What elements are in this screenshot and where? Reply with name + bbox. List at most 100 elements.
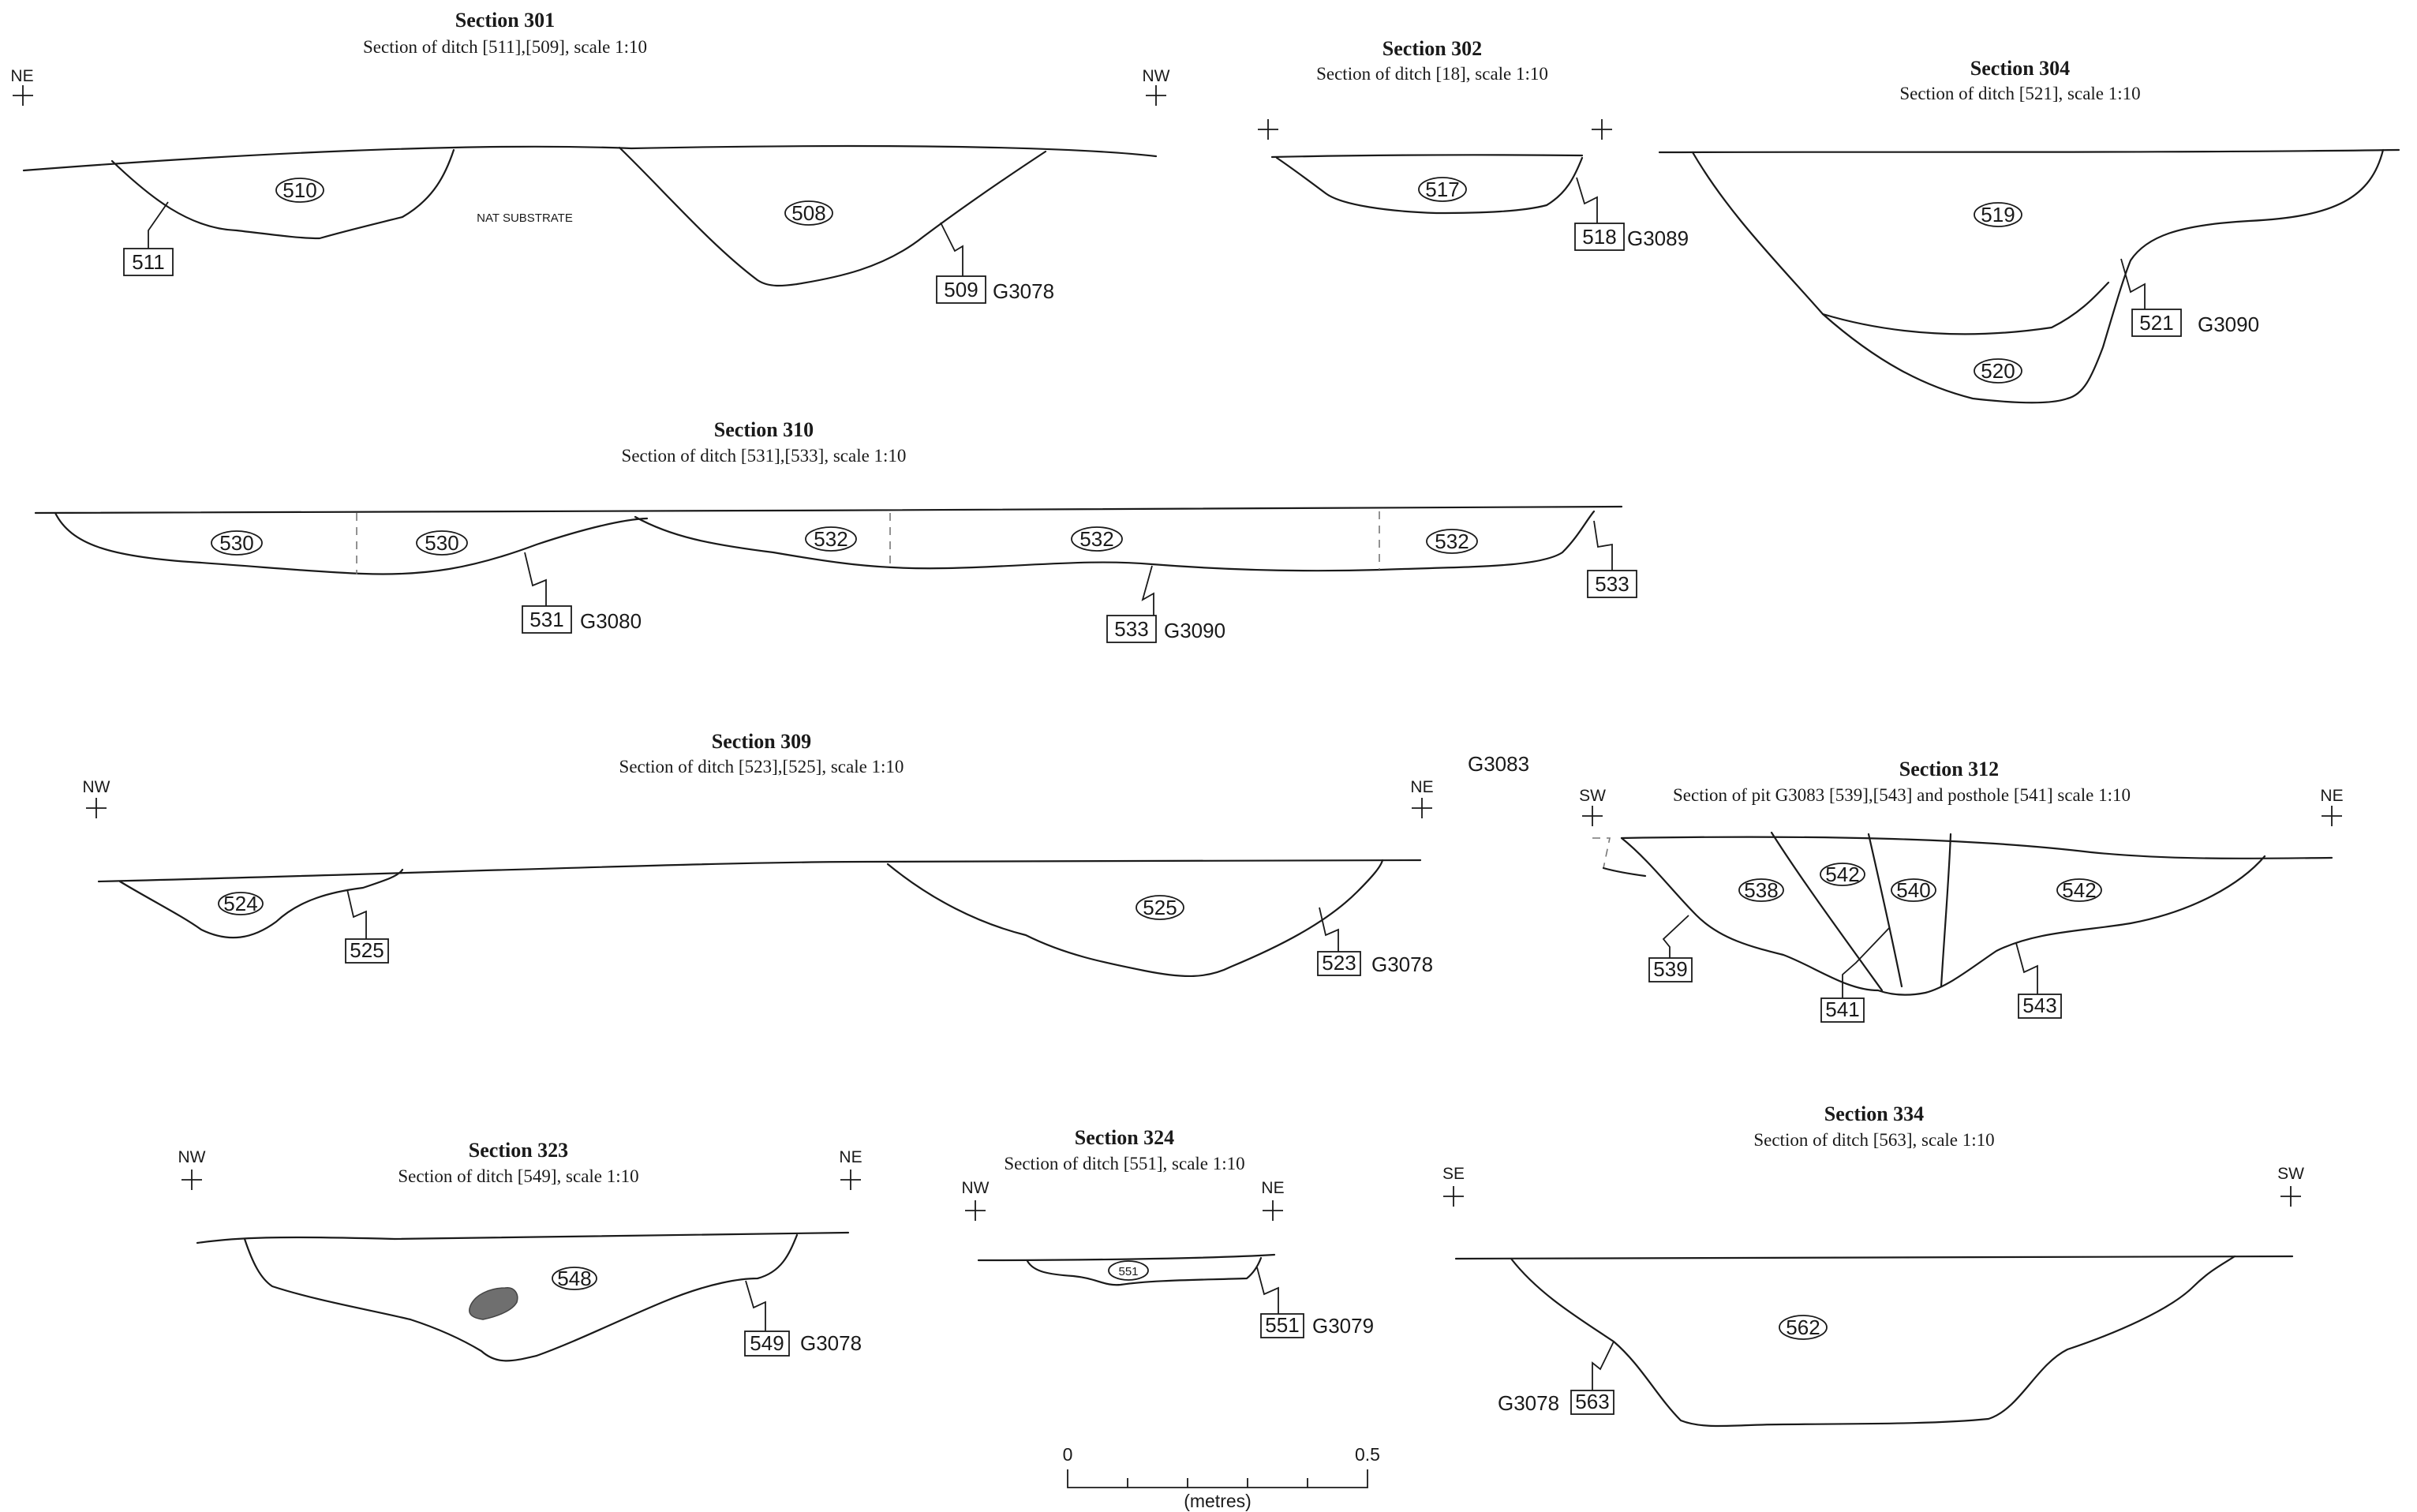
section-312-fill-542-a: 542 [1825, 863, 1859, 886]
section-309-fill-524-outline [118, 868, 404, 939]
section-309-orient-right: NE [1410, 778, 1433, 796]
cut-label-box [744, 1330, 790, 1357]
section-324-cut-551: 551 [1265, 1313, 1299, 1337]
section-304-group: G3090 [2198, 313, 2259, 336]
section-310-title: Section 310 [714, 418, 814, 441]
section-312-cut-543-leader [2015, 942, 2038, 996]
section-309-cut-523-leader [1319, 907, 1339, 953]
section-323-fill-548: 548 [557, 1267, 591, 1290]
section-323-cut-549: 549 [750, 1331, 784, 1355]
section-323-title: Section 323 [469, 1139, 568, 1162]
section-334-orient-right: SW [2277, 1165, 2304, 1183]
section-309-cut-525-leader [346, 889, 367, 939]
section-304-fill-520: 520 [1981, 359, 2015, 383]
cut-label-box [1106, 615, 1157, 643]
section-301-title: Section 301 [455, 9, 555, 32]
fill-label-oval [1974, 358, 2022, 384]
cut-label-box [2018, 994, 2062, 1019]
section-309-group: G3078 [1371, 952, 1433, 976]
section-312-cut-539: 539 [1653, 957, 1687, 981]
section-312-truncation-mark [1592, 837, 1611, 869]
section-310-cut-533-a: 533 [1114, 617, 1148, 641]
section-312-fill-540: 540 [1896, 878, 1930, 902]
section-302-ground-line [1270, 154, 1584, 159]
section-302-cut-518-leader [1576, 177, 1598, 223]
section-334-cut-outline [1510, 1255, 2236, 1428]
section-324-fill-551: 551 [1118, 1265, 1138, 1278]
section-310-fill-532-c: 532 [1435, 530, 1469, 553]
fill-label-oval [1418, 177, 1467, 202]
section-334-group: G3078 [1498, 1391, 1559, 1415]
section-310-cut-533-leader [1141, 565, 1154, 616]
scale-bar-start: 0 [1063, 1444, 1073, 1465]
fill-label-oval [1071, 526, 1123, 552]
section-312-cut-539-leader [1662, 915, 1689, 959]
section-334-right-marker-icon [2280, 1186, 2301, 1207]
section-324-title: Section 324 [1075, 1126, 1174, 1149]
section-304-cut-521-leader [2120, 258, 2146, 312]
section-309-cut-525: 525 [350, 938, 384, 962]
section-323-orient-left: NW [178, 1148, 206, 1166]
section-301-fill-510: 510 [282, 178, 316, 202]
section-309-orient-left: NW [83, 778, 110, 796]
section-310-fill-532-b: 532 [1079, 527, 1113, 551]
section-309-cut-523: 523 [1322, 951, 1356, 975]
section-310-fill-530-a: 530 [219, 531, 253, 555]
fill-label-oval [1738, 878, 1784, 902]
section-323-cut-549-leader [745, 1280, 766, 1332]
section-309-subtitle: Section of ditch [523],[525], scale 1:10 [619, 757, 904, 777]
section-309-title: Section 309 [712, 730, 811, 753]
section-312-orient-right: NE [2320, 787, 2343, 805]
section-312-fill-boundary [1770, 831, 1884, 992]
section-310-cut-533-b: 533 [1595, 572, 1629, 596]
section-301-fill-508: 508 [791, 201, 825, 225]
section-334-cut-563-leader [1592, 1341, 1614, 1390]
section-301-cut-511-leader [148, 201, 169, 249]
section-304-fill-interface [1821, 281, 2110, 335]
section-304-fill-519: 519 [1981, 203, 2015, 226]
section-302-subtitle: Section of ditch [18], scale 1:10 [1316, 64, 1548, 84]
section-304: Section 304 Section of ditch [521], scal… [1658, 57, 2400, 404]
section-312-fill-538: 538 [1744, 878, 1778, 902]
section-310-subtitle: Section of ditch [531],[533], scale 1:10 [622, 446, 907, 466]
section-324-orient-right: NE [1261, 1179, 1284, 1197]
section-301-orient-right: NW [1143, 67, 1170, 85]
section-309-ground-line [97, 859, 1422, 883]
stone-inclusion-icon [469, 1287, 518, 1320]
section-323-ground-line [196, 1231, 850, 1244]
scale-bar: 0 0.5 (metres) [1063, 1444, 1380, 1511]
scale-bar-end: 0.5 [1355, 1444, 1380, 1465]
cut-label-box [1648, 957, 1693, 982]
section-312-subtitle: Section of pit G3083 [539],[543] and pos… [1673, 785, 2131, 805]
section-324-cut-outline [1026, 1256, 1263, 1286]
section-312-cut-541-leader [1842, 926, 1891, 998]
fill-label-oval [2056, 878, 2102, 902]
section-304-cut-521: 521 [2139, 311, 2173, 335]
fill-label-oval [275, 178, 324, 203]
section-334-cut-563: 563 [1575, 1390, 1609, 1413]
section-312-left-marker-icon [1582, 806, 1603, 826]
section-334-fill-562: 562 [1786, 1316, 1820, 1339]
section-312-ground-line [1620, 836, 2333, 859]
section-310-ground-line [34, 505, 1623, 515]
section-312-cut-541: 541 [1825, 997, 1859, 1021]
fill-label-oval [211, 530, 263, 556]
fill-label-oval [416, 530, 468, 556]
section-324-ground-line [977, 1253, 1276, 1262]
section-323-subtitle: Section of ditch [549], scale 1:10 [398, 1166, 638, 1186]
section-304-cut-outline [1691, 148, 2385, 404]
cut-label-box [1570, 1390, 1614, 1415]
fill-label-oval [1136, 895, 1184, 920]
scale-bar-ruler [1067, 1469, 1368, 1488]
section-301-fill-508-outline [618, 146, 1047, 287]
section-324-cut-551-leader [1256, 1267, 1279, 1314]
section-302: Section 302 Section of ditch [18], scale… [1258, 37, 1689, 251]
section-323-orient-right: NE [839, 1148, 862, 1166]
fill-label-oval [784, 200, 833, 226]
section-334-title: Section 334 [1824, 1102, 1924, 1125]
section-312: G3083 Section 312 Section of pit G3083 [… [1468, 752, 2344, 1023]
section-324-orient-left: NW [962, 1179, 990, 1197]
section-301-cut-509: 509 [944, 278, 978, 301]
section-309: Section 309 Section of ditch [523],[525]… [83, 730, 1434, 978]
